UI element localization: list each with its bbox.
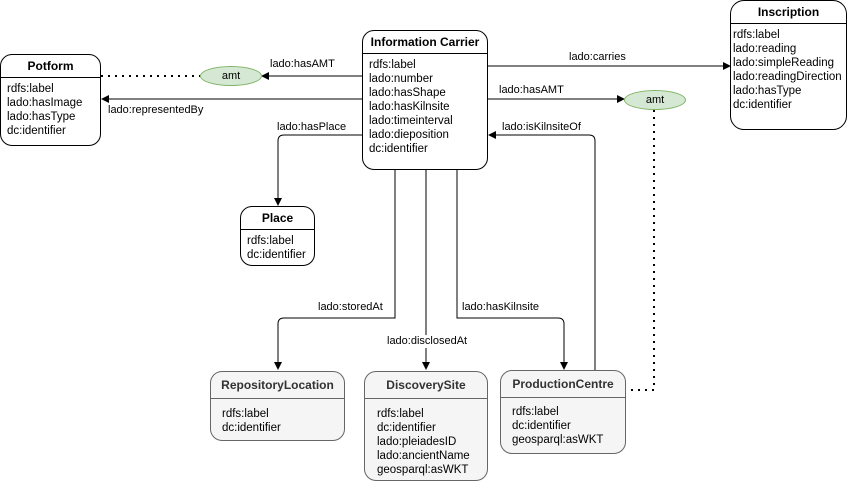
- inscription-title: Inscription: [731, 1, 846, 24]
- attribute: rdfs:label: [247, 235, 294, 247]
- potform-title: Potform: [1, 55, 100, 78]
- edge-label-disclosed-at: lado:disclosedAt: [387, 335, 468, 348]
- edge-label-has-kilnsite: lado:hasKilnsite: [462, 301, 540, 314]
- attribute: dc:identifier: [733, 99, 792, 111]
- amt-node-right[interactable]: amt: [624, 90, 686, 110]
- place-box[interactable]: Place rdfs:label dc:identifier: [240, 206, 315, 266]
- attribute: lado:readingDirection: [733, 71, 842, 83]
- attribute: lado:hasType: [7, 111, 76, 123]
- attribute: dc:identifier: [222, 422, 281, 434]
- attribute: geosparql:asWKT: [512, 434, 604, 446]
- production-centre-attributes: rdfs:label dc:identifier geosparql:asWKT: [501, 398, 625, 447]
- discovery-site-title: DiscoverySite: [365, 372, 487, 399]
- edge-label-has-amt-left: lado:hasAMT: [270, 58, 335, 71]
- attribute: rdfs:label: [369, 59, 416, 71]
- amt-link-right: [626, 110, 655, 391]
- attribute: dc:identifier: [7, 125, 66, 137]
- edge-stored-at: [274, 170, 396, 370]
- attribute: lado:pleiadesID: [377, 436, 457, 448]
- information-carrier-attributes: rdfs:label lado:number lado:hasShape lad…: [363, 54, 487, 156]
- attribute: rdfs:label: [7, 83, 54, 95]
- production-centre-title: ProductionCentre: [501, 371, 625, 398]
- discovery-site-box[interactable]: DiscoverySite rdfs:label dc:identifier l…: [364, 371, 488, 481]
- edge-has-place: [274, 134, 362, 206]
- edge-has-kilnsite: [456, 170, 568, 370]
- attribute: lado:hasType: [733, 85, 802, 97]
- attribute: geosparql:asWKT: [377, 464, 469, 476]
- attribute: dc:identifier: [247, 249, 306, 261]
- attribute: lado:hasImage: [7, 97, 83, 109]
- attribute: lado:hasKilnsite: [369, 101, 450, 113]
- attribute: rdfs:label: [377, 408, 424, 420]
- attribute: lado:hasShape: [369, 87, 446, 99]
- repository-location-box[interactable]: RepositoryLocation rdfs:label dc:identif…: [210, 371, 345, 441]
- attribute: lado:reading: [733, 43, 797, 55]
- attribute: dc:identifier: [512, 420, 571, 432]
- edge-label-has-amt-right: lado:hasAMT: [499, 84, 564, 97]
- edge-label-stored-at: lado:storedAt: [318, 301, 383, 314]
- place-attributes: rdfs:label dc:identifier: [241, 230, 314, 262]
- attribute: lado:timeinterval: [369, 115, 453, 127]
- edge-label-represented-by: lado:representedBy: [108, 104, 204, 117]
- edge-label-is-kilnsite-of: lado:isKilnsiteOf: [502, 121, 581, 134]
- attribute: lado:dieposition: [369, 129, 449, 141]
- inscription-box[interactable]: Inscription rdfs:label lado:reading lado…: [730, 0, 847, 130]
- attribute: dc:identifier: [369, 143, 428, 155]
- attribute: lado:simpleReading: [733, 57, 835, 69]
- repository-location-title: RepositoryLocation: [211, 372, 344, 399]
- attribute: rdfs:label: [222, 408, 269, 420]
- attribute: lado:number: [369, 73, 433, 85]
- attribute: rdfs:label: [733, 29, 780, 41]
- edge-label-carries: lado:carries: [569, 51, 626, 64]
- potform-attributes: rdfs:label lado:hasImage lado:hasType dc…: [1, 78, 100, 138]
- attribute: dc:identifier: [377, 422, 436, 434]
- discovery-site-attributes: rdfs:label dc:identifier lado:pleiadesID…: [365, 399, 487, 477]
- potform-box[interactable]: Potform rdfs:label lado:hasImage lado:ha…: [0, 54, 101, 146]
- amt-node-left[interactable]: amt: [200, 66, 262, 86]
- production-centre-box[interactable]: ProductionCentre rdfs:label dc:identifie…: [500, 370, 626, 454]
- edge-label-has-place: lado:hasPlace: [277, 121, 347, 134]
- place-title: Place: [241, 207, 314, 230]
- edge-is-kilnsite-of: [488, 131, 596, 370]
- repository-location-attributes: rdfs:label dc:identifier: [211, 399, 344, 435]
- information-carrier-box[interactable]: Information Carrier rdfs:label lado:numb…: [362, 30, 488, 170]
- information-carrier-title: Information Carrier: [363, 31, 487, 54]
- attribute: lado:ancientName: [377, 450, 470, 462]
- inscription-attributes: rdfs:label lado:reading lado:simpleReadi…: [731, 24, 846, 112]
- attribute: rdfs:label: [512, 406, 559, 418]
